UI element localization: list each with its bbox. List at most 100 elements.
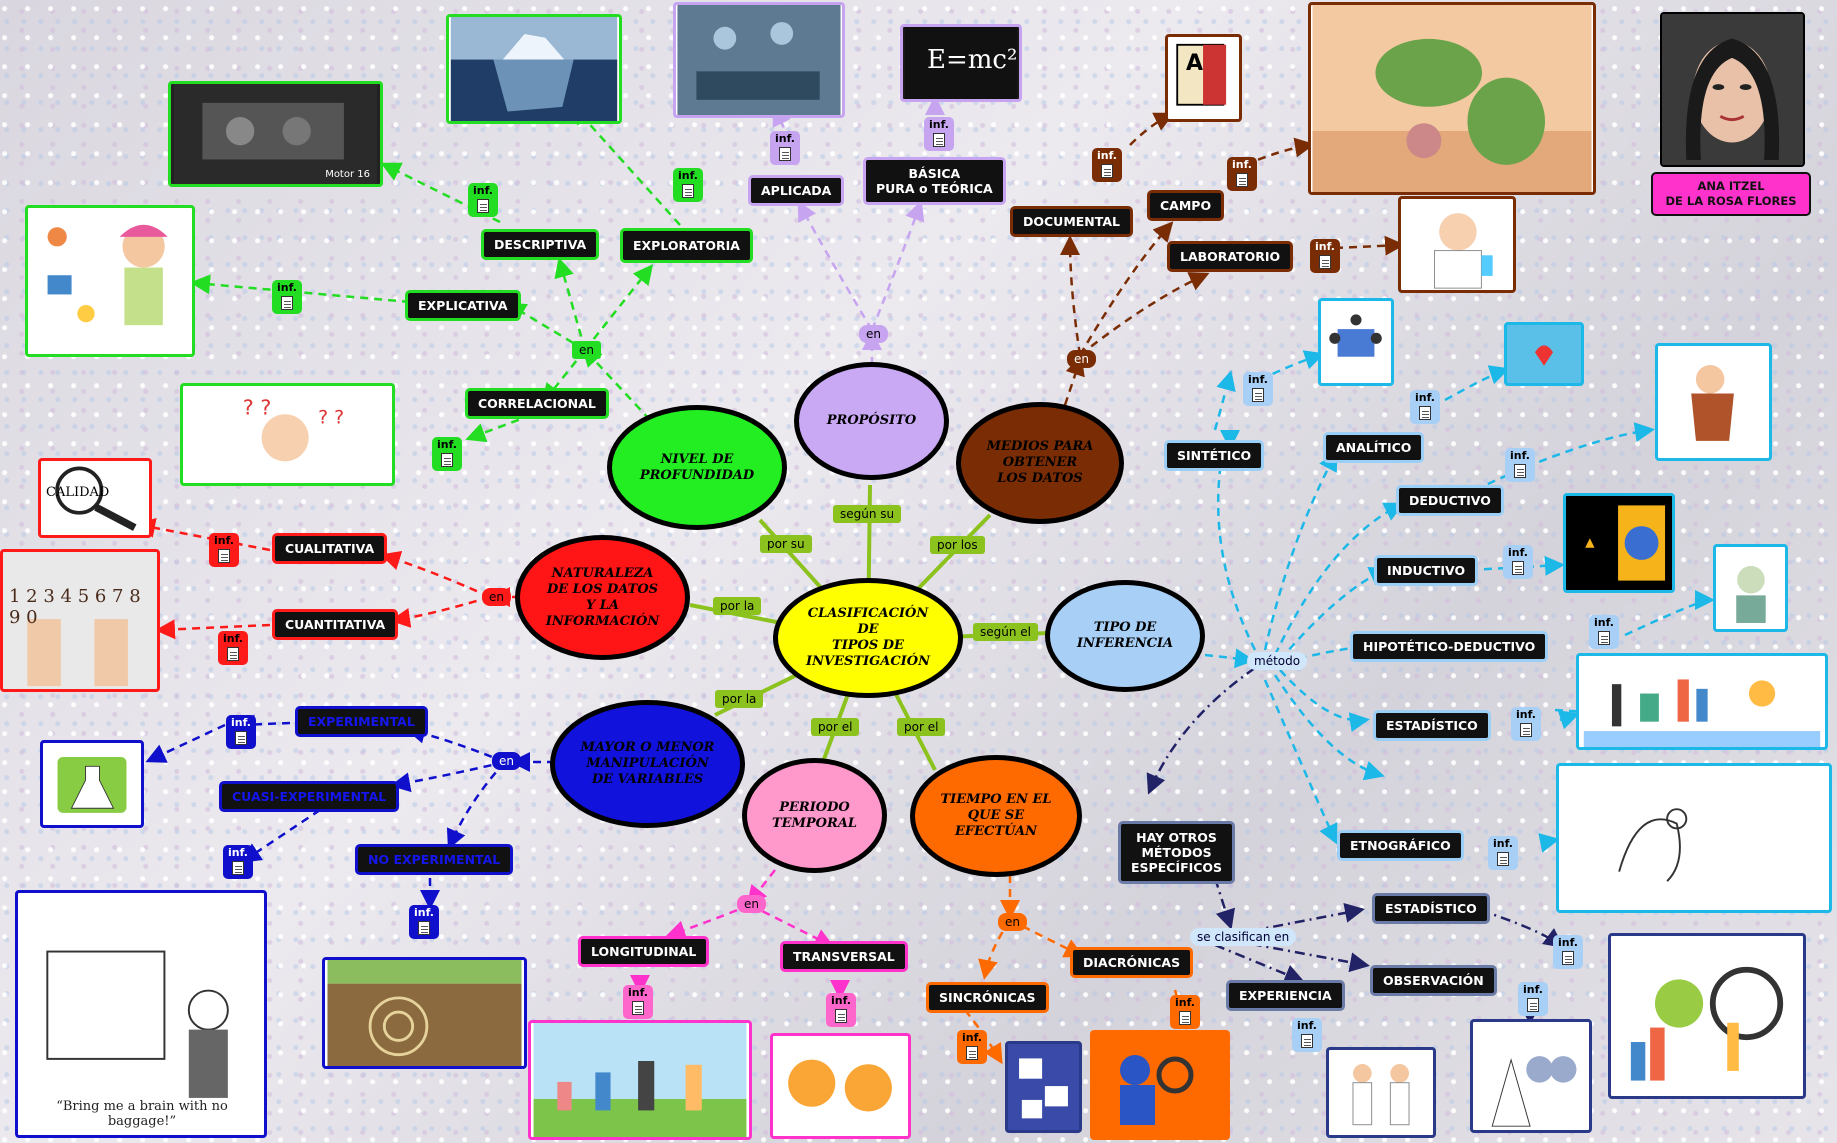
inf-button-deductivo[interactable]: inf.	[1505, 448, 1535, 482]
box-documental[interactable]: DOCUMENTAL	[1010, 206, 1133, 237]
box-laboratorio[interactable]: LABORATORIO	[1167, 241, 1294, 272]
inf-button-diacronicas[interactable]: inf.	[1170, 995, 1200, 1029]
image-meeting[interactable]	[1318, 298, 1394, 386]
inf-button-cuasi[interactable]: inf.	[223, 845, 253, 879]
image-magnifier-man[interactable]	[1090, 1030, 1230, 1140]
box-cuantitativa[interactable]: CUANTITATIVA	[272, 609, 399, 640]
link-label-segun-el: según el	[973, 623, 1038, 641]
box-aplicada[interactable]: APLICADA	[748, 175, 845, 206]
inf-button-campo[interactable]: inf.	[1227, 157, 1257, 191]
box-experimental[interactable]: EXPERIMENTAL	[295, 706, 428, 737]
link-label-se-clasifican: se clasifican en	[1190, 928, 1297, 946]
inf-button-analitico[interactable]: inf.	[1410, 390, 1440, 424]
inf-button-exploratoria[interactable]: inf.	[673, 168, 703, 202]
image-detective[interactable]	[1655, 343, 1772, 461]
box-descriptiva[interactable]: DESCRIPTIVA	[481, 229, 600, 260]
inf-button-observacion[interactable]: inf.	[1518, 982, 1548, 1016]
inf-button-descriptiva[interactable]: inf.	[468, 183, 498, 217]
inf-button-sintetico[interactable]: inf.	[1243, 372, 1273, 406]
inf-button-estadistico-2[interactable]: inf.	[1553, 935, 1583, 969]
image-statistics[interactable]	[1576, 653, 1828, 750]
image-doctors[interactable]	[1326, 1047, 1436, 1138]
inf-button-cuantitativa[interactable]: inf.	[218, 631, 248, 665]
inf-button-etnografico[interactable]: inf.	[1488, 836, 1518, 870]
box-explicativa[interactable]: EXPLICATIVA	[405, 290, 521, 321]
link-label-por-la-2: por la	[715, 690, 764, 708]
inf-button-laboratorio[interactable]: inf.	[1310, 239, 1340, 273]
image-numbers-hands[interactable]: 1 2 3 4 5 6 7 8 9 0	[0, 549, 160, 692]
image-earthquake[interactable]	[322, 957, 527, 1069]
inf-button-cualitativa[interactable]: inf.	[209, 533, 239, 567]
box-hipotetico-deductivo[interactable]: HIPOTÉTICO-DEDUCTIVO	[1350, 631, 1549, 662]
inf-button-longitudinal[interactable]: inf.	[623, 985, 653, 1019]
inf-button-aplicada[interactable]: inf.	[770, 131, 800, 165]
image-brain-cartoon[interactable]: “Bring me a brain with no baggage!”	[15, 890, 267, 1138]
image-dinosaur[interactable]	[1308, 2, 1596, 195]
author-photo	[1660, 12, 1805, 167]
image-hypothesis[interactable]	[1713, 544, 1788, 632]
box-sincronicas[interactable]: SINCRÓNICAS	[926, 982, 1049, 1013]
motor-caption: Motor 16	[325, 169, 370, 180]
calidad-text: CALIDAD	[46, 485, 110, 500]
central-node[interactable]: CLASIFICACIÓN DE TIPOS DE INVESTIGACIÓN	[773, 578, 963, 698]
image-analysis[interactable]	[1504, 322, 1584, 386]
image-induction[interactable]	[1563, 493, 1675, 593]
node-nivel-profundidad[interactable]: NIVEL DE PROFUNDIDAD	[607, 405, 787, 530]
image-surgery[interactable]	[673, 2, 845, 118]
box-cualitativa[interactable]: CUALITATIVA	[272, 533, 388, 564]
box-inductivo[interactable]: INDUCTIVO	[1374, 555, 1479, 586]
node-tiempo[interactable]: TIEMPO EN EL QUE SE EFECTÚAN	[910, 755, 1082, 877]
node-periodo[interactable]: PERIODO TEMPORAL	[742, 758, 887, 873]
box-transversal[interactable]: TRANSVERSAL	[780, 941, 908, 972]
box-sintetico[interactable]: SINTÉTICO	[1164, 440, 1265, 471]
inf-button-inductivo[interactable]: inf.	[1503, 545, 1533, 579]
box-basica[interactable]: BÁSICA PURA o TEÓRICA	[863, 157, 1006, 205]
box-deductivo[interactable]: DEDUCTIVO	[1396, 485, 1504, 516]
image-iceberg[interactable]	[446, 14, 622, 124]
image-ethnographic[interactable]	[1556, 763, 1832, 913]
image-growth[interactable]	[528, 1020, 752, 1140]
box-exploratoria[interactable]: EXPLORATORIA	[620, 228, 753, 263]
inf-button-documental[interactable]: inf.	[1092, 148, 1122, 182]
image-blackboard[interactable]: E=mc²	[900, 24, 1022, 102]
image-observation[interactable]	[1470, 1019, 1592, 1133]
image-motor[interactable]: Motor 16	[168, 81, 383, 187]
box-longitudinal[interactable]: LONGITUDINAL	[578, 936, 710, 967]
image-calidad[interactable]: CALIDAD	[38, 458, 152, 538]
box-estadistico[interactable]: ESTADÍSTICO	[1373, 710, 1491, 741]
inf-button-hipotetico[interactable]: inf.	[1589, 615, 1619, 649]
box-no-experimental[interactable]: NO EXPERIMENTAL	[355, 844, 514, 875]
image-school-girl[interactable]	[25, 205, 195, 357]
inf-button-noexp[interactable]: inf.	[409, 905, 439, 939]
inf-button-transversal[interactable]: inf.	[826, 993, 856, 1027]
image-document[interactable]: A	[1165, 34, 1242, 122]
node-medios[interactable]: MEDIOS PARA OBTENER LOS DATOS	[956, 402, 1124, 524]
node-mayor-menor[interactable]: MAYOR O MENOR MANIPULACIÓN DE VARIABLES	[550, 700, 745, 828]
box-cuasi-experimental[interactable]: CUASI-EXPERIMENTAL	[219, 781, 400, 812]
inf-button-basica[interactable]: inf.	[924, 117, 954, 151]
inf-button-experiencia[interactable]: inf.	[1292, 1018, 1322, 1052]
node-proposito[interactable]: PROPÓSITO	[794, 362, 949, 480]
node-naturaleza[interactable]: NATURALEZA DE LOS DATOS Y LA INFORMACIÓN	[515, 535, 690, 660]
box-etnografico[interactable]: ETNOGRÁFICO	[1337, 830, 1464, 861]
inf-button-estadistico[interactable]: inf.	[1511, 707, 1541, 741]
box-campo[interactable]: CAMPO	[1147, 190, 1225, 221]
inf-button-explicativa[interactable]: inf.	[272, 280, 302, 314]
box-correlacional[interactable]: CORRELACIONAL	[465, 388, 609, 419]
box-diacronicas[interactable]: DIACRÓNICAS	[1070, 947, 1194, 978]
image-flask-folder[interactable]	[40, 740, 144, 828]
box-analitico[interactable]: ANALÍTICO	[1323, 432, 1425, 463]
box-observacion[interactable]: OBSERVACIÓN	[1370, 965, 1497, 996]
image-garfield[interactable]	[770, 1033, 911, 1139]
box-otros-metodos[interactable]: HAY OTROS MÉTODOS ESPECÍFICOS	[1118, 821, 1236, 884]
inf-button-correlacional[interactable]: inf.	[432, 437, 462, 471]
image-charts[interactable]	[1608, 933, 1806, 1099]
image-scientist[interactable]	[1398, 196, 1516, 293]
node-inferencia[interactable]: TIPO DE INFERENCIA	[1045, 580, 1205, 692]
inf-button-experimental[interactable]: inf.	[226, 715, 256, 749]
box-estadistico-2[interactable]: ESTADÍSTICO	[1372, 893, 1490, 924]
box-experiencia[interactable]: EXPERIENCIA	[1226, 980, 1345, 1011]
image-confused-boy[interactable]: ? ?? ?	[180, 383, 395, 486]
image-clocks[interactable]	[1005, 1041, 1082, 1133]
inf-button-sincronicas[interactable]: inf.	[957, 1030, 987, 1064]
